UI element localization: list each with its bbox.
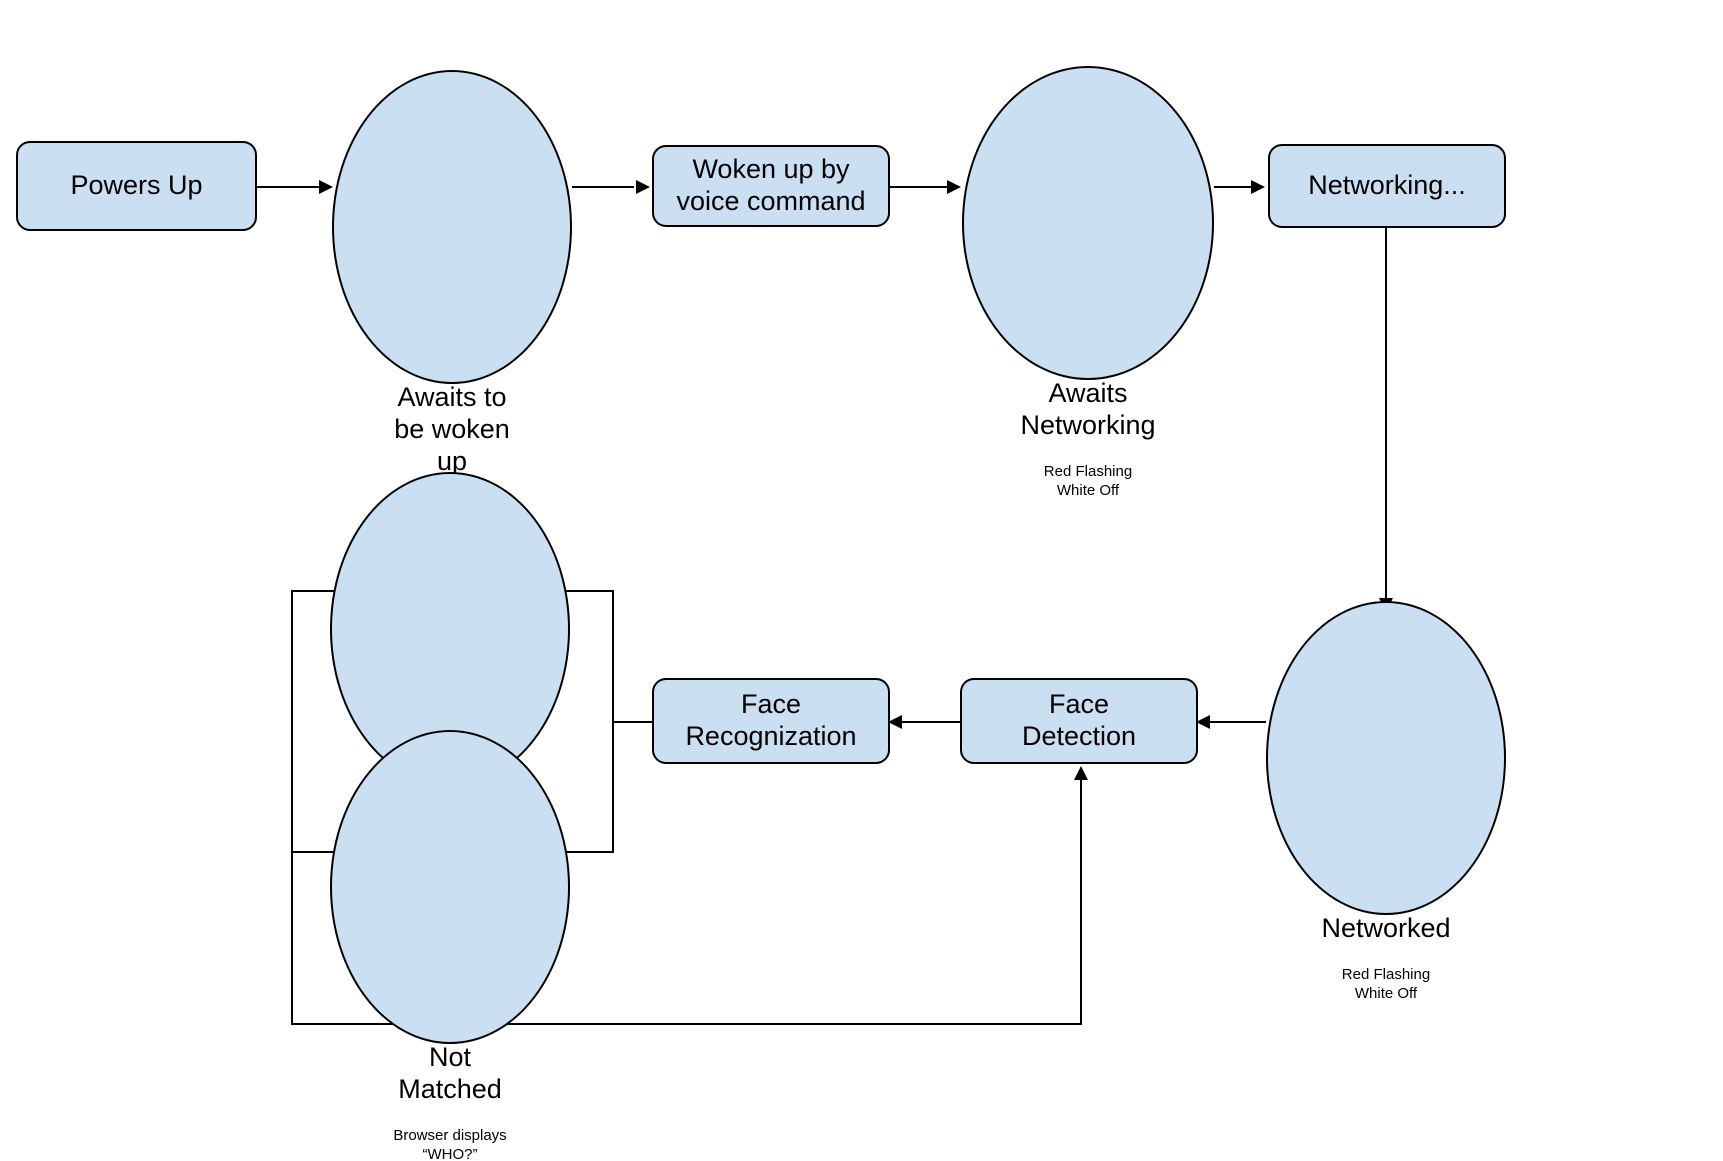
node-face-detection-title: Face Detection <box>1021 689 1137 751</box>
edge-matched-left-stub <box>291 590 345 592</box>
edge-branch-bus-left <box>291 590 293 853</box>
edge-networking-to-networked <box>1385 228 1387 600</box>
node-not-matched-sub: Browser displays “WHO?” <box>393 1126 507 1161</box>
edge-face-recog-stub <box>612 721 652 723</box>
edge-branch-to-not-matched-right <box>560 851 614 853</box>
node-face-recognization-title: Face Recognization <box>685 689 857 751</box>
node-powers-up-title: Powers Up <box>70 170 203 201</box>
edge-branch-bus-right <box>612 590 614 853</box>
edge-face-detection-to-face-recognization <box>890 721 960 723</box>
edge-awaits-woken-to-woken-voice <box>572 186 634 188</box>
node-networked-title: Networked <box>1321 913 1451 944</box>
node-face-recognization[interactable]: Face Recognization <box>652 678 890 764</box>
node-not-matched[interactable]: Not Matched Browser displays “WHO?” <box>330 730 570 1161</box>
edge-powers-up-to-awaits-woken <box>257 186 319 188</box>
node-networked[interactable]: Networked Red Flashing White Off <box>1266 601 1506 1002</box>
node-woken-voice-title: Woken up by voice command <box>676 154 866 216</box>
arrowhead-feedback-to-face-detection <box>1074 766 1088 780</box>
node-awaits-woken-title: Awaits to be woken up <box>394 382 510 476</box>
edge-feedback-down <box>291 851 293 1025</box>
node-woken-voice[interactable]: Woken up by voice command <box>652 145 890 227</box>
arrowhead-to-face-detection <box>1196 715 1210 729</box>
node-networking-title: Networking... <box>1308 170 1466 201</box>
node-awaits-networking[interactable]: Awaits Networking Red Flashing White Off <box>962 66 1214 499</box>
edge-awaits-networking-to-networking <box>1214 186 1252 188</box>
node-awaits-networking-sub: Red Flashing White Off <box>1043 462 1133 500</box>
node-awaits-woken[interactable]: Awaits to be woken up Red On White Off <box>332 70 572 535</box>
arrowhead-to-woken-voice <box>636 180 650 194</box>
arrowhead-to-networking <box>1251 180 1265 194</box>
node-face-detection[interactable]: Face Detection <box>960 678 1198 764</box>
edge-feedback-up <box>1080 780 1082 1025</box>
node-not-matched-title: Not Matched <box>398 1042 502 1104</box>
edge-woken-voice-to-awaits-networking <box>890 186 948 188</box>
node-networking[interactable]: Networking... <box>1268 144 1506 228</box>
arrowhead-to-face-recognization <box>888 715 902 729</box>
edge-not-matched-left-stub <box>291 851 345 853</box>
node-awaits-networking-title: Awaits Networking <box>1020 378 1156 440</box>
node-powers-up[interactable]: Powers Up <box>16 141 257 231</box>
edge-branch-to-matched-right <box>560 590 614 592</box>
arrowhead-to-awaits-woken <box>319 180 333 194</box>
edge-networked-to-face-detection <box>1198 721 1266 723</box>
node-networked-sub: Red Flashing White Off <box>1341 965 1431 1003</box>
edge-feedback-bottom <box>291 1023 1082 1025</box>
arrowhead-to-awaits-networking <box>947 180 961 194</box>
